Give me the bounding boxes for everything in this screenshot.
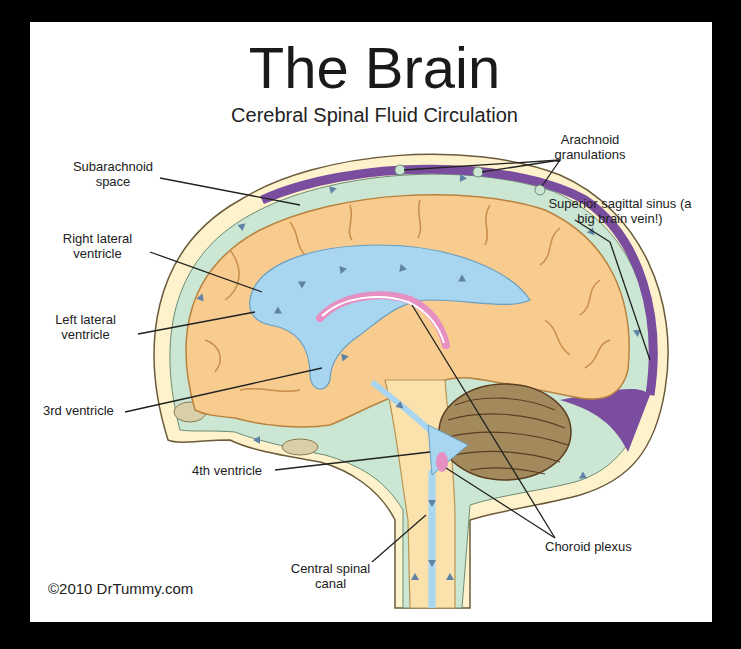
- spinal-canal: [429, 470, 436, 608]
- part-label: Central spinal canal: [283, 562, 378, 592]
- part-label: Left lateral ventricle: [38, 313, 133, 343]
- part-label: Choroid plexus: [545, 540, 632, 555]
- brain-gyri: [205, 200, 610, 391]
- copyright-note: ©2010 DrTummy.com: [48, 580, 193, 597]
- part-label: Superior sagittal sinus (a big brain vei…: [545, 197, 695, 227]
- choroid-plexus: [436, 452, 448, 472]
- leader-lines: [125, 160, 650, 562]
- lateral-ventricles: [250, 245, 530, 389]
- part-label: 3rd ventricle: [43, 404, 114, 419]
- choroid-plexus: [320, 295, 446, 345]
- part-label: Right lateral ventricle: [50, 232, 145, 262]
- facial-sinus: [282, 439, 318, 455]
- flow-arrows: [196, 174, 641, 580]
- csf-layer: [170, 174, 651, 608]
- subtitle: Cerebral Spinal Fluid Circulation: [4, 104, 741, 127]
- fourth-ventricle: [428, 425, 468, 475]
- part-label: Arachnoid granulations: [540, 133, 640, 163]
- sinus-wedge: [560, 389, 650, 452]
- choroid-plexus-core: [322, 297, 444, 343]
- cerebellum: [439, 384, 571, 480]
- part-label: Subarachnoid space: [63, 160, 163, 190]
- part-label: 4th ventricle: [192, 464, 262, 479]
- diagram-title: The Brain: [4, 36, 741, 100]
